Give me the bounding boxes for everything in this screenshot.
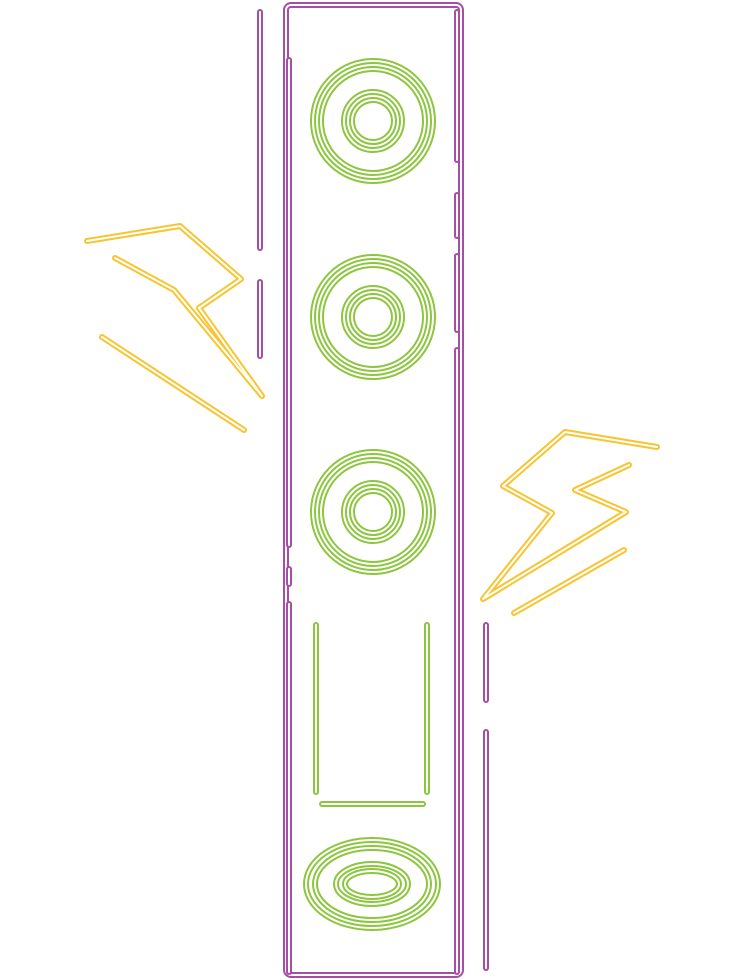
tweeter-icon <box>303 837 441 931</box>
frame-accent-lines <box>257 9 489 975</box>
lightning-bolt-icon <box>480 429 660 616</box>
woofer-bottom <box>310 449 436 575</box>
woofer-top <box>310 58 436 184</box>
bass-port-icon <box>313 622 430 807</box>
lightning-bolt-icon <box>84 223 265 433</box>
woofer-middle <box>310 254 436 380</box>
